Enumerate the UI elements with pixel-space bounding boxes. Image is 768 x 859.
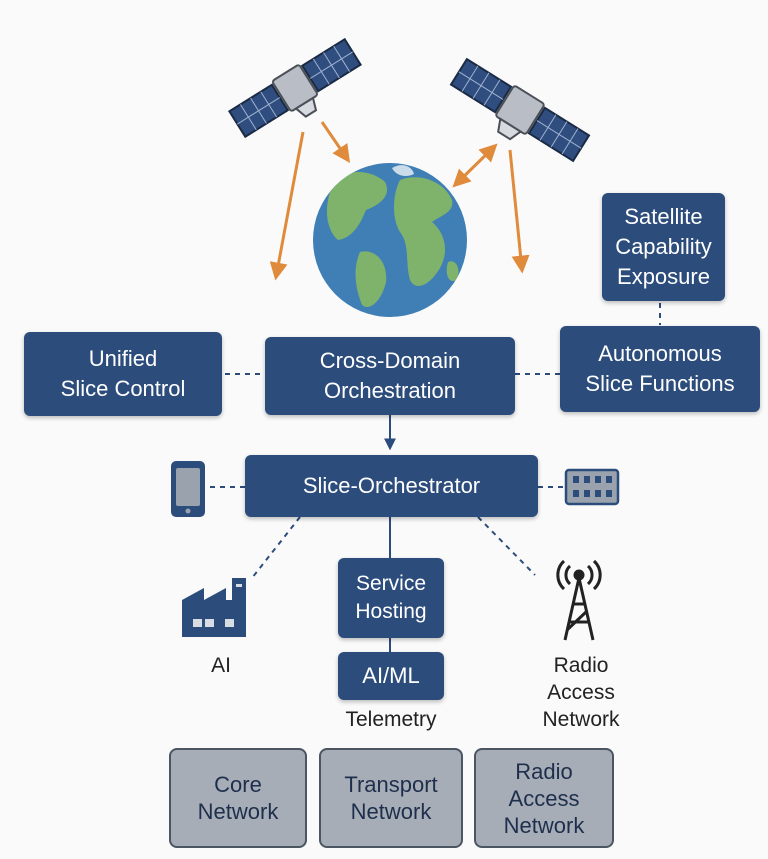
node-label-line: Satellite — [624, 204, 703, 229]
server-icon — [564, 468, 620, 506]
node-label-line: Unified — [88, 346, 158, 371]
node-label-line: Slice Control — [60, 376, 186, 401]
core-network-box[interactable]: Core Network — [169, 748, 307, 848]
node-label-line: Orchestration — [323, 378, 457, 403]
node-label-line: Slice-Orchestrator — [302, 473, 481, 498]
satellite-capability-exposure-box[interactable]: Satellite Capability Exposure — [602, 193, 725, 301]
cross-domain-orchestration-box[interactable]: Cross-Domain Orchestration — [265, 337, 515, 415]
antenna-tower-icon — [556, 559, 602, 641]
domain-label-line: Transport — [344, 772, 438, 797]
unified-slice-control-box[interactable]: Unified Slice Control — [24, 332, 222, 416]
domain-label-line: Network — [350, 799, 432, 824]
phone-icon — [171, 461, 205, 517]
radio-access-network-box[interactable]: Radio Access Network — [474, 748, 614, 848]
transport-network-box[interactable]: Transport Network — [319, 748, 463, 848]
satellite-icon — [228, 37, 362, 139]
autonomous-slice-functions-box[interactable]: Autonomous Slice Functions — [560, 326, 760, 412]
label-line: Access — [547, 681, 615, 704]
domain-label-line: Radio — [515, 758, 573, 784]
satellite-icon — [449, 57, 591, 163]
node-label-line: Cross-Domain — [319, 348, 461, 373]
ai-label: AI — [190, 652, 252, 679]
globe-icon — [313, 163, 467, 317]
node-label-line: Slice Functions — [585, 371, 735, 396]
domain-label-line: Network — [197, 799, 279, 824]
label-line: Telemetry — [345, 708, 437, 731]
service-hosting-box[interactable]: Service Hosting — [338, 558, 444, 638]
aiml-box[interactable]: AI/ML — [338, 652, 444, 700]
node-label-line: Autonomous — [598, 341, 722, 366]
node-label-line: Hosting — [355, 600, 427, 623]
dashed-connectors — [210, 303, 661, 579]
telemetry-label: Telemetry — [322, 706, 460, 733]
node-label-line: AI/ML — [362, 663, 420, 688]
domain-label-line: Access — [508, 785, 580, 811]
domain-label-line: Network — [503, 812, 585, 838]
label-line: Network — [542, 708, 620, 731]
node-label-line: Exposure — [617, 264, 710, 289]
node-label-line: Capability — [615, 234, 712, 259]
satellite-link-arrows — [269, 121, 530, 281]
node-label-line: Service — [355, 572, 426, 595]
radio-access-network-label: Radio Access Network — [520, 652, 642, 733]
label-line: AI — [211, 654, 231, 677]
domain-label-line: Core — [214, 772, 262, 797]
factory-icon — [182, 578, 246, 637]
slice-orchestrator-box[interactable]: Slice-Orchestrator — [245, 455, 538, 517]
label-line: Radio — [553, 654, 609, 677]
